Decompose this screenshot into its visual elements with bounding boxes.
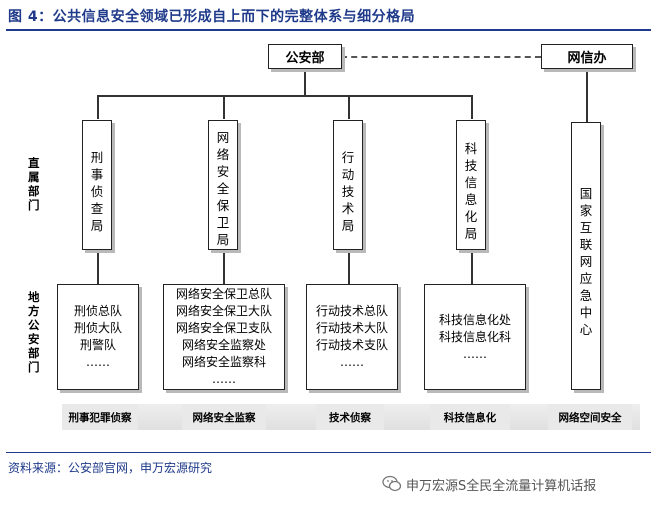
connector-local-2 — [223, 250, 225, 284]
figure-title: 图 4：公共信息安全领域已形成自上而下的完整体系与细分格局 — [8, 9, 416, 25]
cac-node: 网信办 — [541, 44, 633, 69]
local-network-security: 网络安全保卫总队 网络安全保卫大队 网络安全保卫支队 网络安全监察处 网络安全监… — [163, 284, 285, 390]
bureau-operational-technology: 行 动 技 术 局 — [333, 120, 363, 250]
wechat-icon — [382, 475, 402, 492]
category-technical-investigation: 技术侦察 — [316, 404, 384, 430]
mps-label: 公安部 — [285, 51, 325, 66]
connector-branch-3 — [348, 95, 350, 119]
category-criminal: 刑事犯罪侦察 — [62, 404, 138, 430]
connector-local-4 — [471, 250, 473, 284]
connector-branch-bar — [97, 95, 472, 97]
connector-branch-1 — [97, 95, 99, 119]
connector-branch-4 — [471, 95, 473, 119]
wechat-account: 申万宏源S全民全流量计算机话报 — [406, 478, 597, 494]
side-label-direct: 直 属 部 门 — [28, 156, 40, 212]
category-informatization: 科技信息化 — [430, 404, 510, 430]
local-science-tech-informatization: 科技信息化处 科技信息化科 …… — [424, 284, 526, 390]
cac-emergency-center: 国 家 互 联 网 应 急 中 心 — [571, 122, 601, 390]
connector-cac-down — [586, 69, 588, 122]
connector-local-3 — [348, 250, 350, 284]
local-criminal-investigation: 刑侦总队 刑侦大队 刑警队 …… — [57, 284, 139, 390]
mps-node: 公安部 — [268, 44, 342, 69]
bureau-criminal-investigation: 刑 事 侦 查 局 — [82, 120, 112, 250]
local-operational-technology: 行动技术总队 行动技术大队 行动技术支队 …… — [306, 284, 398, 390]
bureau-science-tech-informatization: 科 技 信 息 化 局 — [456, 120, 486, 250]
title-divider — [6, 29, 651, 31]
footer-divider — [6, 452, 651, 453]
cac-label: 网信办 — [567, 51, 607, 66]
source-note: 资料来源：公安部官网，申万宏源研究 — [8, 461, 213, 475]
bureau-network-security: 网 络 安 全 保 卫 局 — [208, 120, 238, 250]
connector-local-1 — [97, 250, 99, 284]
category-network-security: 网络安全监察 — [182, 404, 266, 430]
connector-mps-cac-dashed — [341, 56, 541, 58]
connector-branch-2 — [223, 95, 225, 119]
wechat-watermark: 申万宏源S全民全流量计算机话报 — [382, 474, 596, 494]
connector-mps-down — [304, 68, 306, 96]
side-label-local: 地 方 公 安 部 门 — [28, 290, 40, 374]
category-cyberspace-security: 网络空间安全 — [548, 404, 632, 430]
